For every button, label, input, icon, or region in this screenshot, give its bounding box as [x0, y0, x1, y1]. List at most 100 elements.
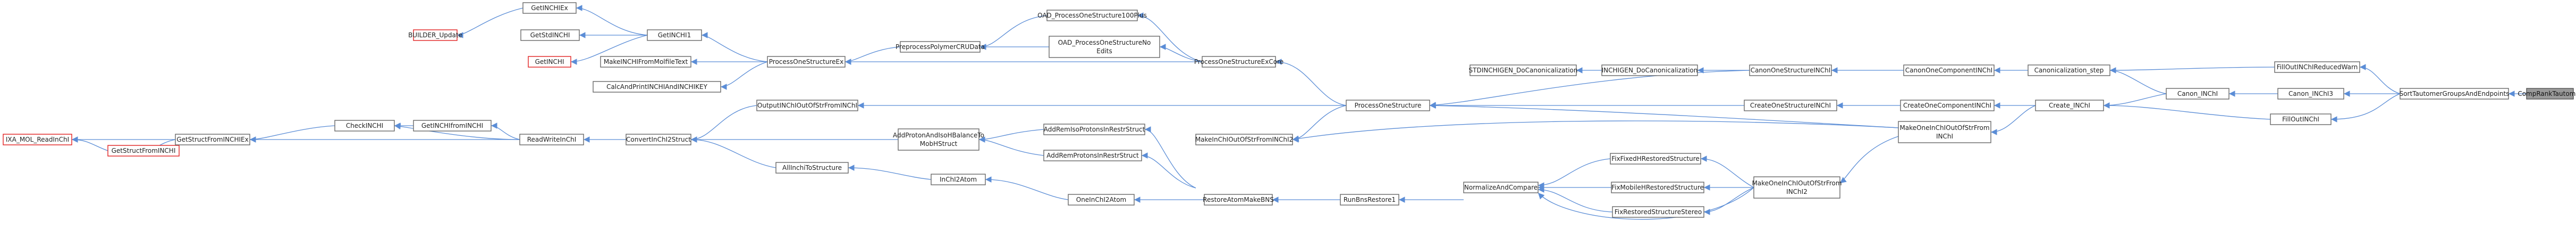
node-calcandprintinchiandinchikey[interactable]: CalcAndPrintINCHIAndINCHIKEY — [593, 81, 721, 93]
nodes: IXA_MOL_ReadInChI GetStructFromINCHI Get… — [3, 2, 2576, 218]
node-restoreatommakebns[interactable]: RestoreAtomMakeBNS — [1203, 194, 1274, 206]
node-label: CompRankTautomer — [2518, 90, 2576, 97]
node-normalizeandcompare[interactable]: NormalizeAndCompare — [1463, 182, 1539, 193]
edge-makeinchioutofstr2-to-addremrestr — [1141, 152, 1196, 189]
node-processonestructureex[interactable]: ProcessOneStructureEx — [767, 56, 846, 68]
node-canononecomponentinchi[interactable]: CanonOneComponentINChI — [1903, 64, 1995, 76]
node-compranktautomer[interactable]: CompRankTautomer — [2518, 88, 2576, 100]
node-makeoneinchioutofstrfrominchi[interactable]: MakeOneInChIOutOfStrFrom INChI — [1898, 121, 1991, 143]
node-label: GetINCHIEx — [531, 4, 568, 12]
node-label: GetINCHI — [535, 58, 564, 66]
node-ixa-mol-readinchi[interactable]: IXA_MOL_ReadInChI — [3, 134, 72, 145]
node-readwriteinchi[interactable]: ReadWriteInChI — [519, 134, 584, 145]
node-inchigen-docanonicalization[interactable]: INCHIGEN_DoCanonicalization — [1601, 64, 1698, 76]
node-label: Canonicalization_step — [2034, 67, 2104, 74]
node-filloutinchi[interactable]: FillOutINChI — [2270, 113, 2332, 125]
node-label: PreprocessPolymerCRUData — [896, 43, 985, 51]
node-makeinchioutofstrfrominchi2[interactable]: MakeInChIOutOfStrFromINChI2 — [1195, 134, 1293, 145]
edge-filloutreduced-to-canonstep — [2109, 67, 2275, 73]
edges — [71, 5, 2527, 220]
node-label: CreateOneComponentINChI — [1903, 102, 1991, 109]
node-inchi2atom[interactable]: InChI2Atom — [931, 174, 986, 185]
node-oad-processonestructure100plus[interactable]: OAD_ProcessOneStructure100Plus — [1037, 10, 1147, 21]
edge-processonestructureex-to-getinchi1 — [701, 32, 768, 62]
node-checkinchi[interactable]: CheckINCHI — [334, 120, 395, 132]
node-create-inchi[interactable]: Create_INChI — [2035, 100, 2104, 111]
node-getinchiex[interactable]: GetINCHIEx — [522, 2, 577, 14]
edge-getstructfrominchi-to-ixa — [71, 136, 108, 151]
node-fixfixedhrestoredstructure[interactable]: FixFixedHRestoredStructure — [1610, 153, 1701, 165]
node-getstructfrominchi[interactable]: GetStructFromINCHI — [107, 145, 180, 157]
edge-makeoneinchi-to-makeoneinchi2 — [1839, 136, 1899, 184]
node-label: CalcAndPrintINCHIAndINCHIKEY — [606, 83, 707, 91]
node-label: ProcessOneStructureExCore — [1194, 58, 1283, 66]
node-getinchi[interactable]: GetINCHI — [528, 56, 571, 68]
edge-allinchi-to-convertinchi2struct — [690, 136, 776, 168]
node-label: INChI — [1936, 133, 1953, 140]
node-canononestructureinchi[interactable]: CanonOneStructureINChI — [1749, 64, 1832, 76]
node-convertinchi2struct[interactable]: ConvertInChI2Struct — [626, 134, 691, 145]
node-label: BUILDER_Update — [408, 31, 462, 39]
node-label: Edits — [1096, 47, 1112, 55]
node-label: CheckINCHI — [346, 122, 383, 129]
node-label: FixMobileHRestoredStructure — [1611, 184, 1704, 191]
node-addremprotonsinrestrstruct[interactable]: AddRemProtonsInRestrStruct — [1043, 150, 1142, 161]
edge-sorttautomer-to-filloutreduced — [2359, 64, 2401, 94]
node-label: MobHStruct — [920, 140, 958, 148]
node-label: INCHIGEN_DoCanonicalization — [1602, 67, 1698, 74]
node-makeoneinchioutofstrfrominchi2[interactable]: MakeOneInChIOutOfStrFrom INChI2 — [1752, 176, 1842, 199]
edge-oneinchi2atom-to-inchi2atom — [985, 176, 1069, 200]
edge-processonestructureexcore-to-oad100 — [1137, 12, 1203, 62]
node-label: RunBnsRestore1 — [1344, 196, 1396, 203]
node-createonestructureinchi[interactable]: CreateOneStructureINChI — [1744, 100, 1837, 111]
edge-readwriteinchi-to-checkinchi — [394, 123, 520, 140]
node-processonestructureexcore[interactable]: ProcessOneStructureExCore — [1194, 56, 1283, 68]
node-getinchifrominchi[interactable]: GetINCHIfromINCHI — [413, 120, 492, 132]
edge-fixfixed-to-normalizeandcompare — [1538, 158, 1611, 189]
node-filloutinchireducedwarn[interactable]: FillOutINChIReducedWarn — [2274, 61, 2360, 73]
edge-inchi2atom-to-allinchi — [848, 165, 932, 180]
edge-oad100-to-preprocess — [979, 15, 1048, 50]
node-getstdinchi[interactable]: GetStdINCHI — [520, 29, 580, 41]
node-allinchitostructure[interactable]: AllInchiToStructure — [775, 162, 849, 174]
node-builder-update[interactable]: BUILDER_Update — [408, 29, 462, 41]
edge-getinchi1-to-getinchi — [570, 35, 648, 65]
node-addremisoprotonsinrestrstruct[interactable]: AddRemIsoProtonsInRestrStruct — [1043, 124, 1145, 135]
edge-makeoneinchi-to-makeinchioutofstr2 — [1292, 120, 1899, 142]
node-canonicalization-step[interactable]: Canonicalization_step — [2028, 64, 2110, 76]
node-label: Create_INChI — [2049, 102, 2090, 109]
node-getinchi1[interactable]: GetINCHI1 — [647, 29, 702, 41]
node-canon-inchi3[interactable]: Canon_INChI3 — [2277, 88, 2344, 100]
node-label: STDINCHIGEN_DoCanonicalization — [1469, 67, 1578, 74]
node-canon-inchi[interactable]: Canon_INChI — [2166, 88, 2229, 100]
node-label: GetStdINCHI — [530, 31, 570, 39]
node-createonecomponentinchi[interactable]: CreateOneComponentINChI — [1900, 100, 1995, 111]
edge-getinchi1-to-getinchiex — [576, 5, 648, 36]
edge-createinchi-to-makeoneinchi — [1990, 105, 2036, 135]
node-makeinchifrommolfiletext[interactable]: MakeINCHIFromMolfileText — [600, 56, 691, 68]
edge-fixrestoredstereo-to-normalizeandcompare — [1538, 186, 1613, 213]
node-label: FillOutINChIReducedWarn — [2277, 63, 2358, 71]
node-oad-processonestructurenoedits[interactable]: OAD_ProcessOneStructureNo Edits — [1049, 36, 1160, 58]
node-label: CanonOneComponentINChI — [1905, 67, 1992, 74]
node-sorttautomergroupsandendpoints[interactable]: SortTautomerGroupsAndEndpoints — [2400, 88, 2510, 100]
node-runbnsrestore1[interactable]: RunBnsRestore1 — [1340, 194, 1399, 206]
node-label: ProcessOneStructureEx — [769, 58, 843, 66]
node-getstructfrominchiex[interactable]: GetStructFromINCHIEx — [175, 134, 250, 145]
node-preprocesspolymercrudata[interactable]: PreprocessPolymerCRUData — [896, 41, 985, 53]
node-label: GetINCHI1 — [658, 31, 691, 39]
edge-makeoneinchi2-to-fixrestoredstereo — [1703, 187, 1754, 215]
node-fixmobilehrestoredstructure[interactable]: FixMobileHRestoredStructure — [1611, 182, 1704, 193]
node-processonestructure[interactable]: ProcessOneStructure — [1346, 100, 1430, 111]
node-oneinchi2atom[interactable]: OneInChI2Atom — [1068, 194, 1135, 206]
node-fixrestoredstructurestereo[interactable]: FixRestoredStructureStereo — [1612, 206, 1704, 218]
node-label: MakeOneInChIOutOfStrFrom — [1752, 179, 1842, 187]
node-label: MakeINCHIFromMolfileText — [604, 58, 688, 66]
node-label: ConvertInChI2Struct — [626, 136, 691, 143]
node-addprotonandisohbalancetomobhstruct[interactable]: AddProtonAndIsoHBalanceTo MobHStruct — [893, 128, 984, 151]
node-label: OutputINChIOutOfStrFromINChI — [757, 102, 857, 109]
node-outputinchioutofstrfrominchi[interactable]: OutputINChIOutOfStrFromINChI — [756, 100, 858, 111]
node-stdinchigen-docanonicalization[interactable]: STDINCHIGEN_DoCanonicalization — [1469, 64, 1578, 76]
node-label: OneInChI2Atom — [1076, 196, 1126, 203]
